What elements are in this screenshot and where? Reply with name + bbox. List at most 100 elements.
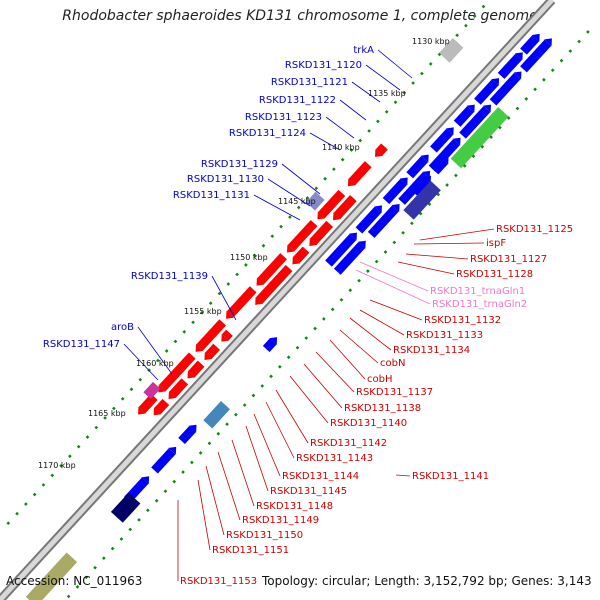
inner-tick-mark [128,527,133,532]
feature-label: RSKD131_1129 [201,159,278,170]
outer-tick-mark [41,483,46,487]
forward-gene-arrow [188,424,197,433]
inner-tick-mark [216,431,221,436]
outer-tick-mark [464,23,468,28]
inner-tick-mark [146,508,150,513]
misc-feature [305,191,325,211]
inner-tick-mark [190,460,194,465]
outer-tick-mark [235,272,239,277]
feature-label: RSKD131_1127 [470,254,547,265]
reverse-gene [154,398,170,415]
feature-label: ispF [486,238,506,249]
inner-tick-mark [154,498,159,503]
outer-tick-mark [402,90,407,95]
label-leader [267,178,311,207]
reverse-gene-arrow [256,277,265,286]
outer-tick-mark [112,406,116,411]
reverse-gene [317,189,346,219]
forward-gene-arrow [491,78,500,86]
label-leader [339,99,367,121]
reverse-gene-arrow [333,212,341,221]
reverse-gene-arrow [204,352,213,361]
feature-label: cobH [367,374,392,385]
feature-label: RSKD131_1144 [282,471,359,482]
forward-gene [150,447,176,474]
label-leader [281,163,321,195]
forward-gene [489,72,522,106]
outer-tick-mark [103,416,107,420]
outer-tick-mark [217,291,222,296]
reverse-gene [195,319,227,351]
scale-label: 1155 kbp [184,307,222,316]
outer-tick-mark [411,81,415,85]
label-leader [351,81,381,103]
outer-tick-mark [138,377,143,382]
reverse-gene-arrow [292,256,301,265]
reverse-gene [292,246,310,264]
feature-label: aroB [111,322,134,333]
feature-label: RSKD131_1120 [285,60,362,71]
reverse-gene-arrow [255,297,263,305]
forward-gene-arrow [483,104,492,113]
forward-gene-arrow [513,71,522,80]
outer-tick-mark [24,502,28,506]
reverse-gene [309,220,334,245]
inner-tick-mark [313,326,317,331]
inner-tick-mark [269,374,273,379]
feature-label: RSKD131_1151 [212,545,289,556]
reverse-gene-arrow [374,149,383,157]
feature-label: cobN [380,358,405,369]
feature-label: RSKD131_1141 [412,471,489,482]
feature-label: trkA [353,45,374,56]
feature-label: RSKD131_1123 [245,112,322,123]
outer-tick-mark [376,119,380,124]
label-leader [419,228,495,241]
inner-tick-mark [374,259,379,264]
inner-tick-mark [93,565,97,570]
inner-tick-mark [515,106,520,111]
feature-label: RSKD131_1138 [344,403,421,414]
feature-label: RSKD131_1125 [496,224,573,235]
reverse-gene [255,264,293,304]
inner-tick-mark [339,297,344,302]
label-leader [315,351,355,393]
label-leader [205,465,225,536]
inner-tick-mark [542,77,546,82]
feature-label: RSKD131_1132 [424,315,501,326]
reverse-gene-arrow [286,244,295,253]
label-leader [369,299,423,321]
inner-tick-mark [172,479,177,484]
map-title: Rhodobacter sphaeroides KD131 chromosome… [62,8,538,24]
reverse-gene-arrow [226,310,234,319]
reverse-gene-arrow [309,238,318,246]
label-leader [275,389,309,444]
inner-tick-mark [251,393,256,398]
inner-tick-mark [110,546,115,551]
inner-tick-mark [137,518,141,522]
feature-label: RSKD131_1137 [356,387,433,398]
reverse-gene [168,377,189,399]
outer-tick-mark [156,358,160,363]
reverse-gene-arrow [317,211,326,220]
inner-tick-mark [410,221,414,226]
inner-tick-mark [102,556,106,560]
outer-tick-mark [129,387,134,392]
inner-tick-mark [357,278,361,283]
reverse-gene [158,352,196,392]
outer-tick-mark [472,14,477,18]
outer-tick-mark [15,511,19,516]
forward-gene-arrow [168,446,177,455]
label-leader [253,194,301,221]
inner-tick-mark [66,594,71,599]
outer-tick-mark [332,167,336,172]
label-leader [197,479,211,551]
forward-gene-arrow [544,38,552,47]
forward-gene [324,233,357,267]
forward-gene [519,34,540,55]
forward-gene-arrow [399,177,408,186]
feature-label: RSKD131_1131 [173,190,250,201]
misc-feature [203,400,231,429]
inner-tick-mark [304,336,309,340]
feature-labels: trkARSKD131_1120RSKD131_1121RSKD131_1122… [43,45,573,587]
label-leader [339,329,379,364]
